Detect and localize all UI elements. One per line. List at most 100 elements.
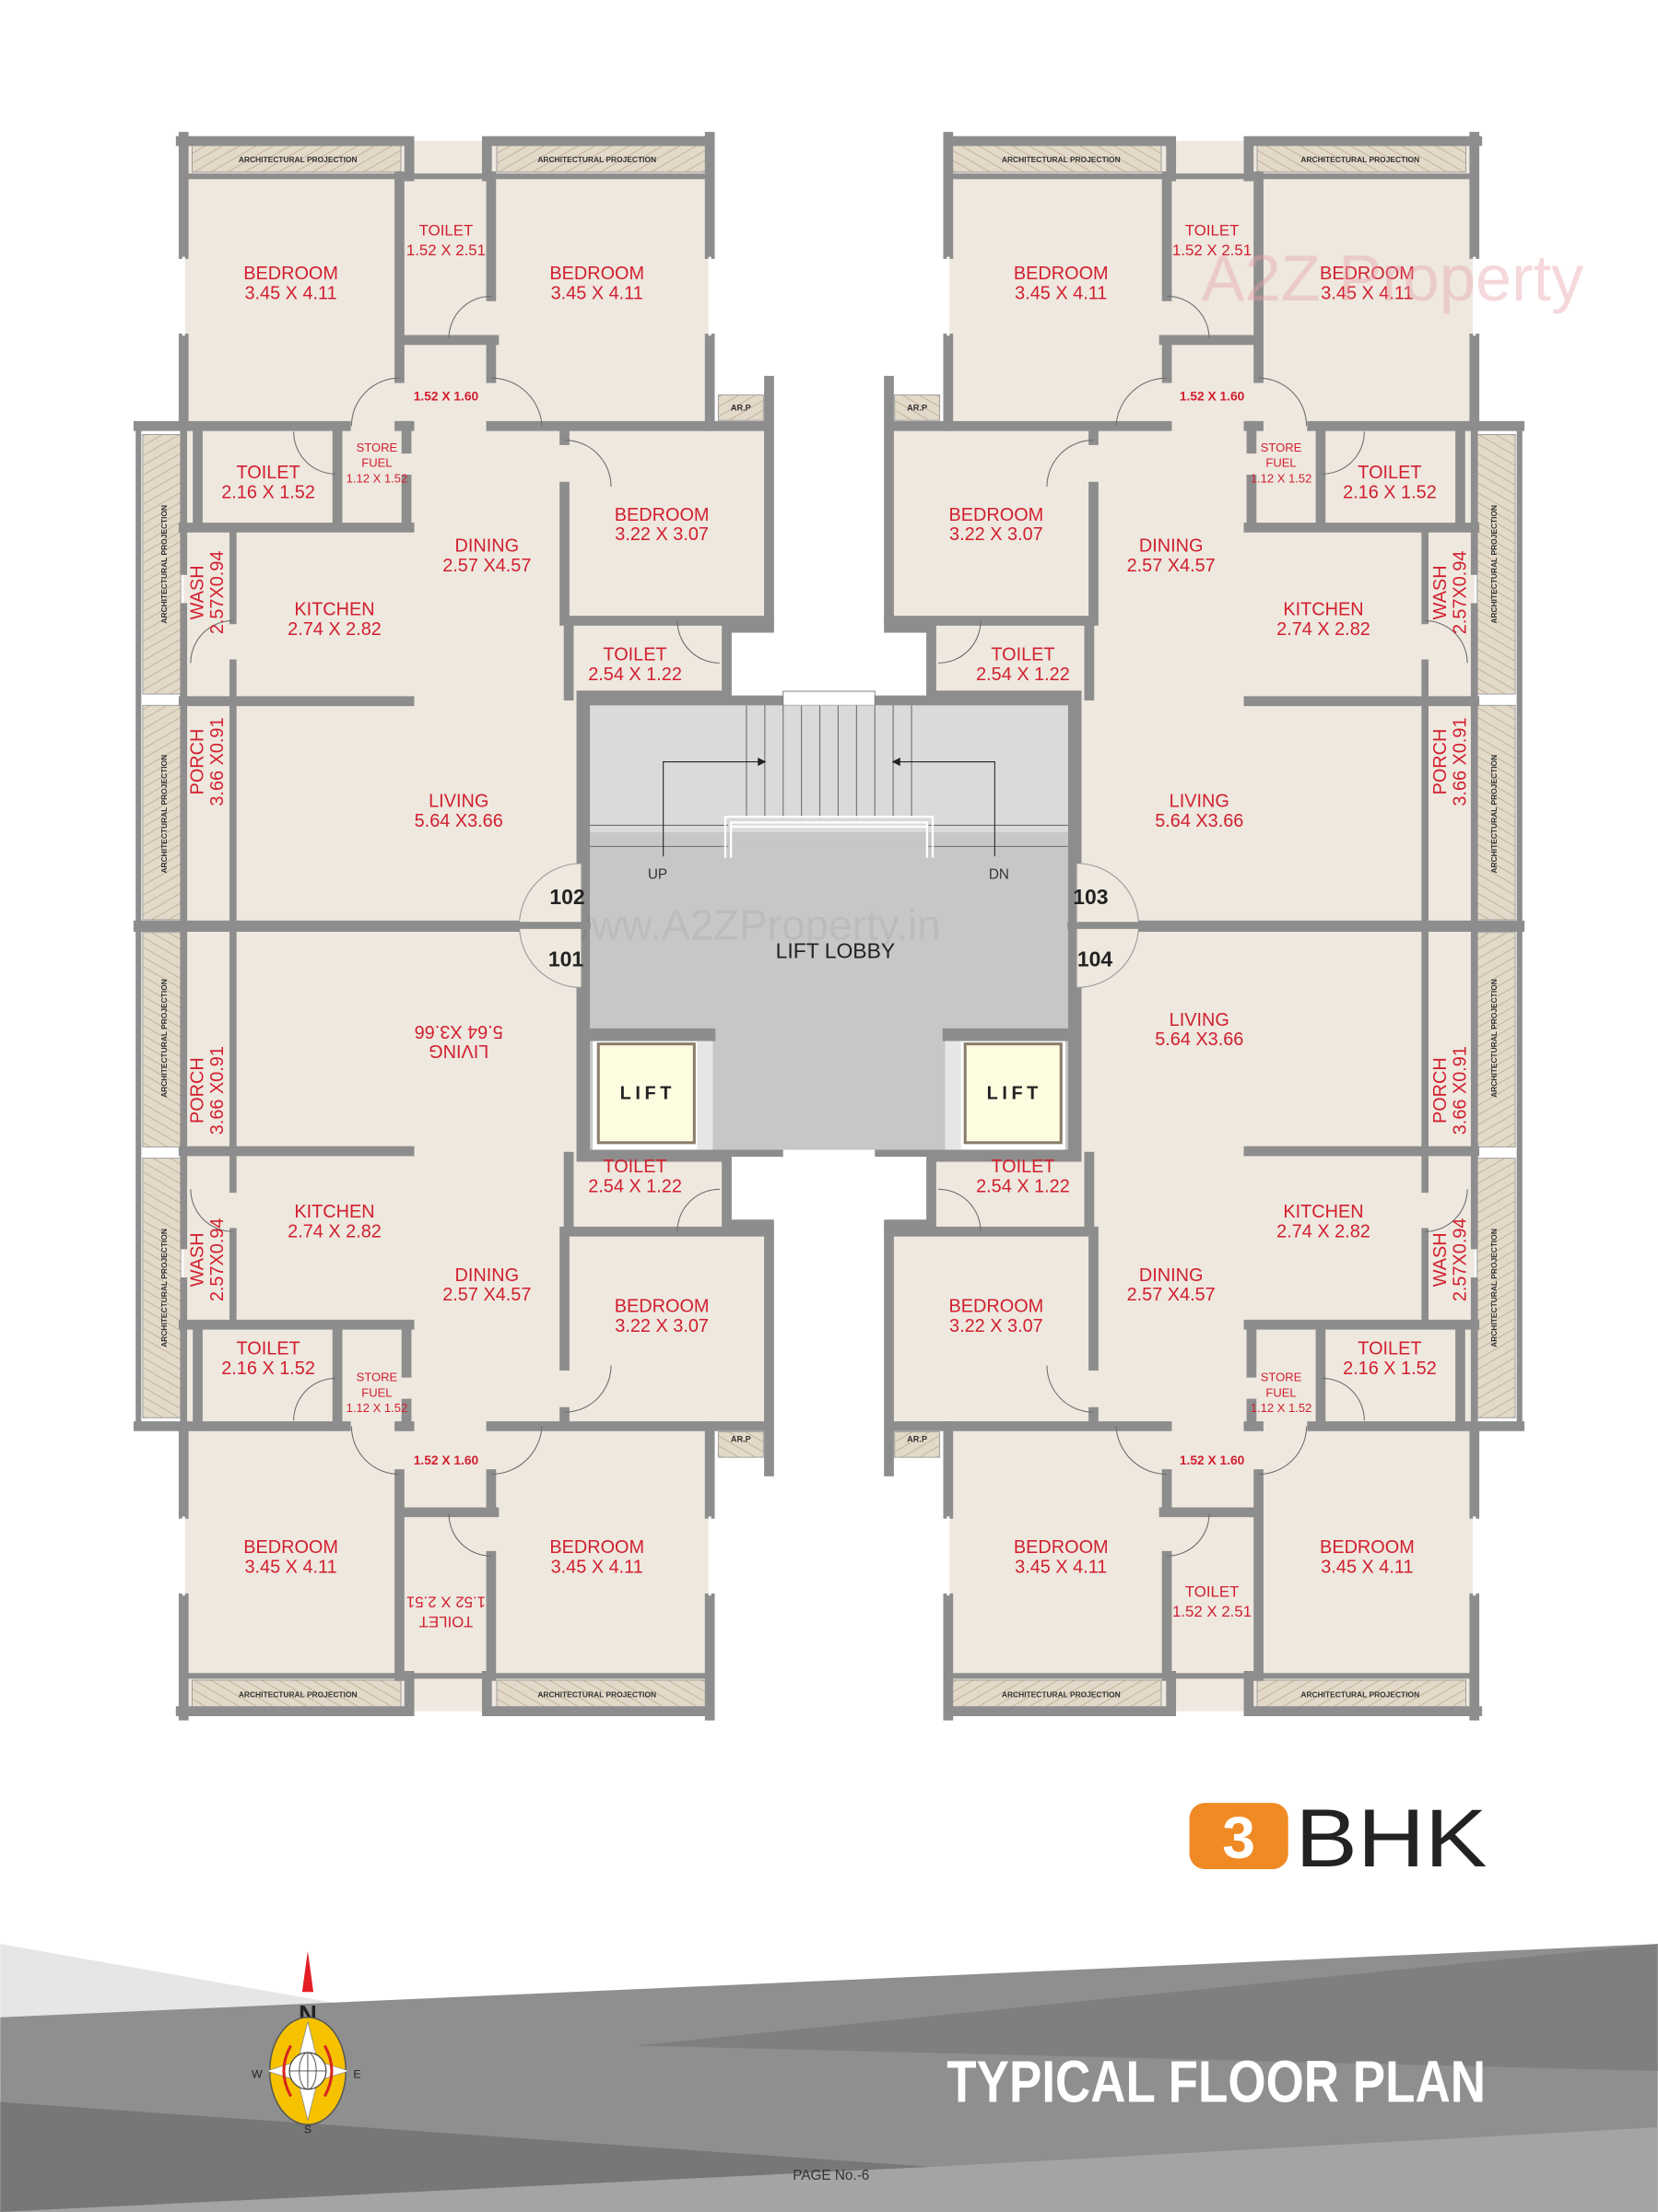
- room-name-2: FUEL: [1265, 1385, 1296, 1399]
- room-size: 1.52 X 1.60: [1180, 1453, 1245, 1467]
- room-size: 2.54 X 1.22: [588, 665, 682, 685]
- architectural-projection-label: ARCHITECTURAL PROJECTION: [1002, 155, 1121, 164]
- room-size: 1.52 X 2.51: [406, 241, 486, 259]
- room-name: TOILET: [991, 644, 1054, 665]
- architectural-projection-label: ARCHITECTURAL PROJECTION: [239, 1689, 358, 1699]
- room-name: KITCHEN: [294, 1202, 374, 1222]
- room-size: 3.22 X 3.07: [615, 1316, 709, 1336]
- room-name: DINING: [455, 1265, 520, 1286]
- room-name: STORE: [357, 1370, 398, 1383]
- room-size: 3.66 X0.91: [1450, 1046, 1470, 1135]
- room-name: KITCHEN: [294, 599, 374, 619]
- lift-lobby-label: LIFT LOBBY: [776, 938, 896, 962]
- room-size: 1.52 X 2.51: [406, 1594, 486, 1611]
- room-name: WASH: [188, 565, 208, 619]
- room-name: LIVING: [429, 1041, 488, 1061]
- room-size: 5.64 X3.66: [415, 1021, 503, 1041]
- room-name: LIVING: [1170, 792, 1229, 812]
- room-size: 2.16 X 1.52: [221, 482, 315, 502]
- room-label: TOILET 1.52 X 2.51: [406, 1594, 486, 1630]
- room-size: 2.74 X 2.82: [288, 619, 382, 640]
- room-size: 2.74 X 2.82: [1276, 1221, 1370, 1241]
- architectural-projection-label: ARCHITECTURAL PROJECTION: [537, 155, 656, 164]
- room-size: 3.45 X 4.11: [1321, 1558, 1413, 1578]
- room-size: 2.16 X 1.52: [1343, 1359, 1437, 1379]
- plan-title: TYPICAL FLOOR PLAN: [947, 2049, 1486, 2115]
- architectural-projection-label: ARCHITECTURAL PROJECTION: [1002, 1689, 1121, 1699]
- architectural-projection-label: ARCHITECTURAL PROJECTION: [1489, 1229, 1499, 1347]
- room-size: 2.54 X 1.22: [976, 665, 1070, 685]
- room-size: 3.45 X 4.11: [244, 1558, 336, 1578]
- room-name: PORCH: [188, 729, 208, 795]
- lift-right: [963, 1042, 1063, 1145]
- room-name: TOILET: [419, 1613, 474, 1630]
- room-size: 3.22 X 3.07: [949, 1316, 1043, 1336]
- room-size: 2.54 X 1.22: [588, 1176, 682, 1196]
- arp-label: AR.P: [731, 1434, 751, 1443]
- compass-icon: N W E S: [252, 1950, 361, 2136]
- room-name: DINING: [455, 535, 520, 556]
- room-size: 2.16 X 1.52: [221, 1359, 315, 1379]
- room-size: 5.64 X3.66: [1155, 811, 1243, 831]
- architectural-projection-label: ARCHITECTURAL PROJECTION: [159, 755, 169, 874]
- room-size: 3.22 X 3.07: [949, 524, 1043, 545]
- room-label: 1.52 X 1.60: [1180, 390, 1245, 404]
- room-size: 1.52 X 1.60: [414, 1453, 479, 1467]
- room-name: LIVING: [429, 792, 488, 812]
- room-label: 1.52 X 1.60: [414, 390, 479, 404]
- architectural-projection-label: ARCHITECTURAL PROJECTION: [1300, 1689, 1419, 1699]
- compass-east: E: [353, 2068, 360, 2081]
- room-name-2: FUEL: [361, 1385, 392, 1399]
- room-name: BEDROOM: [615, 1296, 710, 1316]
- arp-label: AR.P: [907, 1434, 927, 1443]
- compass-west: W: [252, 2068, 263, 2081]
- room-size: 2.54 X 1.22: [976, 1176, 1070, 1196]
- room-size: 2.57X0.94: [207, 1218, 228, 1302]
- room-name: TOILET: [1358, 1338, 1421, 1359]
- room-name: BEDROOM: [1320, 1537, 1415, 1558]
- room-size: 3.22 X 3.07: [615, 524, 709, 545]
- stair-down-label: DN: [989, 867, 1009, 883]
- room-size: 3.45 X 4.11: [1321, 283, 1413, 303]
- room-name: DINING: [1139, 1265, 1204, 1286]
- room-size: 3.45 X 4.11: [244, 283, 336, 303]
- room-size: 3.66 X0.91: [1450, 717, 1470, 806]
- stair-up-label: UP: [648, 867, 667, 883]
- room-name: BEDROOM: [1014, 264, 1109, 284]
- room-name: DINING: [1139, 535, 1204, 556]
- room-size: 1.12 X 1.52: [1251, 1401, 1311, 1415]
- architectural-projection-label: ARCHITECTURAL PROJECTION: [159, 1229, 169, 1347]
- architectural-projection-label: ARCHITECTURAL PROJECTION: [159, 505, 169, 624]
- lift-right-label: LIFT: [987, 1083, 1042, 1103]
- architectural-projection-label: ARCHITECTURAL PROJECTION: [1489, 755, 1499, 874]
- watermark-logo: A2Z Property: [1202, 241, 1584, 314]
- room-size: 2.57 X4.57: [1127, 1285, 1216, 1305]
- room-size: 1.12 X 1.52: [347, 1401, 408, 1415]
- room-name: TOILET: [991, 1157, 1054, 1177]
